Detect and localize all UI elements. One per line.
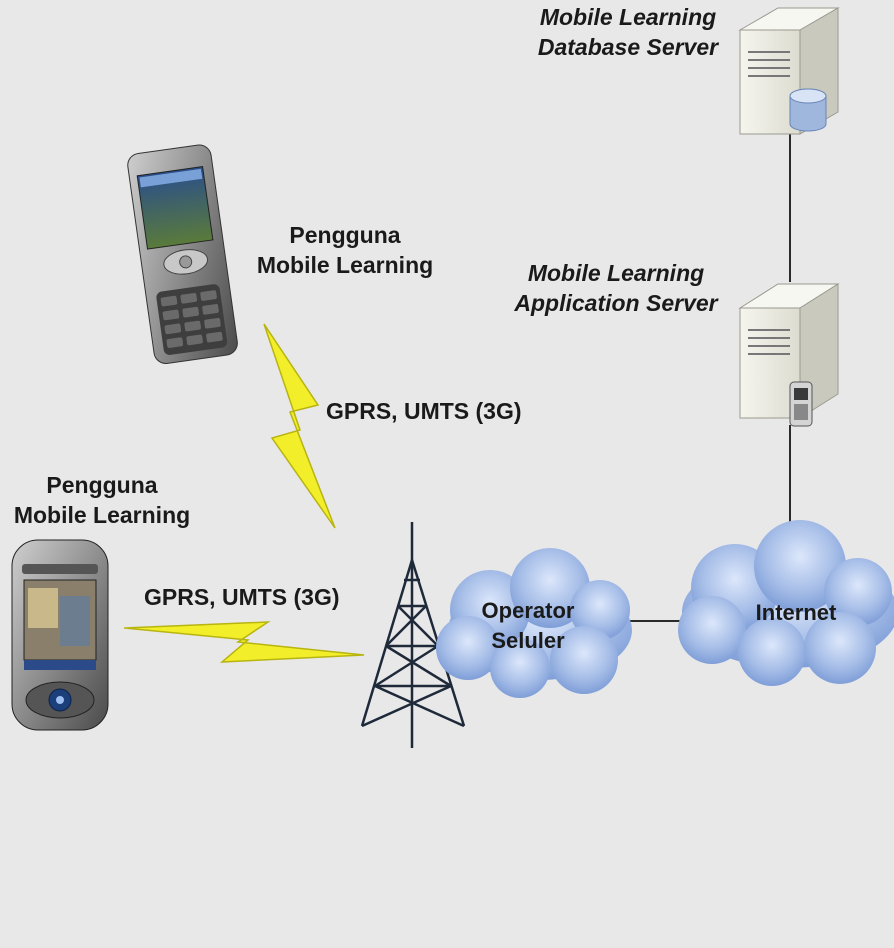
wireless-top-label: GPRS, UMTS (3G): [326, 396, 522, 426]
application-server-label-line1: Mobile Learning: [496, 258, 736, 288]
lightning-bottom-icon: [124, 622, 364, 662]
candybar-phone-icon: [12, 540, 108, 730]
wireless-bottom-label: GPRS, UMTS (3G): [144, 582, 340, 612]
internet-label: Internet: [736, 598, 856, 628]
database-server-label: Mobile Learning Database Server: [520, 2, 736, 62]
user-bottom-label: Pengguna Mobile Learning: [0, 470, 204, 530]
operator-label: Operator Seluler: [458, 596, 598, 656]
user-top-label: Pengguna Mobile Learning: [240, 220, 450, 280]
database-server-label-line2: Database Server: [520, 32, 736, 62]
database-server-icon: [740, 8, 838, 134]
application-server-icon: [740, 284, 838, 426]
user-top-label-line2: Mobile Learning: [240, 250, 450, 280]
slider-phone-icon: [126, 143, 239, 365]
application-server-label: Mobile Learning Application Server: [496, 258, 736, 318]
operator-label-line2: Seluler: [458, 626, 598, 656]
user-bottom-label-line1: Pengguna: [0, 470, 204, 500]
lightning-top-icon: [264, 324, 335, 528]
database-server-label-line1: Mobile Learning: [520, 2, 736, 32]
operator-label-line1: Operator: [458, 596, 598, 626]
user-bottom-label-line2: Mobile Learning: [0, 500, 204, 530]
user-top-label-line1: Pengguna: [240, 220, 450, 250]
application-server-label-line2: Application Server: [496, 288, 736, 318]
